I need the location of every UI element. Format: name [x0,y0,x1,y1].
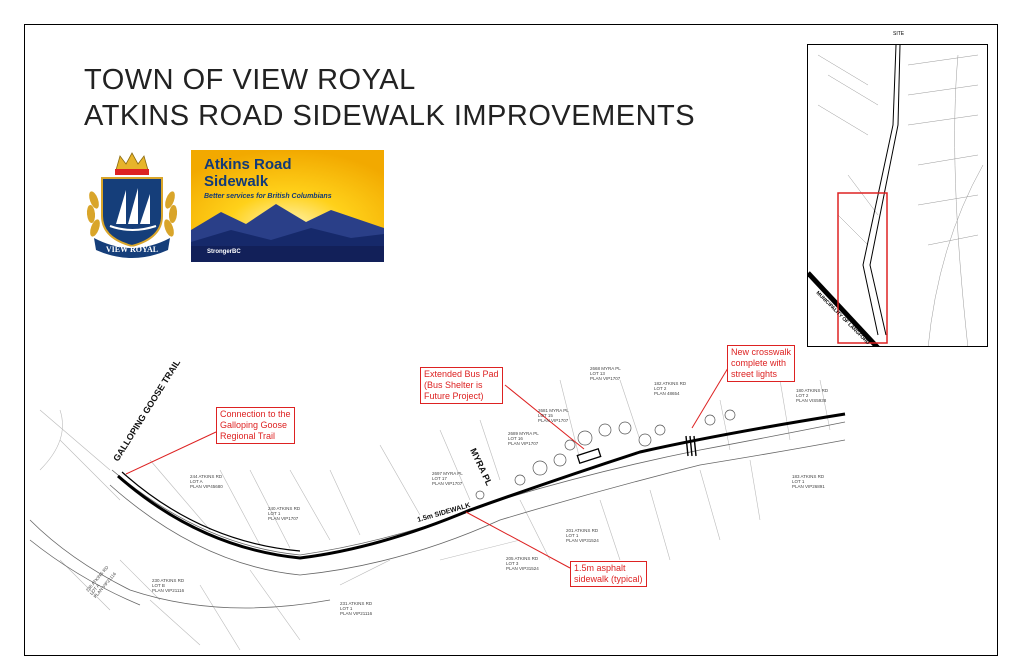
parcel-label: LOT A [190,479,203,484]
location-inset-map: SITE MUNICIPALITY OF LANGFORD [807,44,988,347]
callout-line: Regional Trail [220,431,276,441]
parcel-label: 2697 MYRA PL [432,471,463,476]
callout-crosswalk: New crosswalk complete with street light… [727,345,796,382]
parcel-label: LOT B [152,583,165,588]
parcel-label: PLAN VIP1707 [432,481,463,486]
parcel-label: PLAN VIS5938 [796,398,827,403]
parcel-label: 240 ATKINS RD [268,506,301,511]
callout-line: Galloping Goose [220,420,288,430]
parcel-label: PLAN VIP1707 [508,441,539,446]
callout-line: Future Project) [424,391,484,401]
parcel-label: PLAN VIP21116 [152,588,185,593]
parcel-label: 180 ATKINS RD [796,388,829,393]
parcel-label: 183 ATKINS RD [792,474,825,479]
inset-site-text: SITE [893,31,905,37]
callout-leaders [125,367,729,569]
project-banner: Atkins Road Sidewalk Better services for… [191,150,384,262]
inset-road [869,45,901,336]
parcel-label: LOT A [89,583,101,596]
parcel-label: LOT 16 [508,436,523,441]
bus-pad [576,447,602,465]
parcel-label: LOT 2 [796,393,809,398]
parcel-label: 244 ATKINS RD [190,474,223,479]
parcel-label: PLAN VIP21116 [340,611,373,616]
inset-municipal-boundary [808,271,880,346]
parcel-label: 231 ATKINS RD [340,601,373,606]
parcel-label: LOT 1 [566,533,579,538]
crosswalk [685,435,697,457]
callout-line: Extended Bus Pad [424,369,499,379]
parcel-label: LOT 1 [340,606,353,611]
callout-line: Connection to the [220,409,291,419]
drawing-frame [24,24,998,656]
crest-motto: VIEW ROYAL [106,245,158,254]
page-title-line-1: TOWN OF VIEW ROYAL [84,64,416,96]
parcel-lines [39,379,831,651]
inset-road [862,45,897,336]
parcel-label: 182 ATKINS RD [654,381,687,386]
parcel-label: 230 ATKINS RD [152,578,185,583]
inset-municipality-label: MUNICIPALITY OF LANGFORD [815,290,871,346]
parcel-label: LOT 1 [792,479,805,484]
banner-title-line-1: Atkins Road [204,156,292,173]
inset-parcel-lines [817,54,984,346]
callout-line: sidewalk (typical) [574,574,643,584]
parcel-label: PLAN VIP26891 [792,484,825,489]
callout-line: (Bus Shelter is [424,380,483,390]
parcel-label: PLAN VIP1707 [268,516,299,521]
galloping-goose-trail-label: GALLOPING GOOSE TRAIL [111,357,182,463]
parcel-label: LOT 2 [654,386,667,391]
parcel-label: 205 ATKINS RD [506,556,539,561]
callout-line: complete with [731,358,787,368]
parcel-label: 2681 MYRA PL [538,408,569,413]
banner-subtitle: Better services for British Columbians [204,193,332,200]
parcel-label: LOT 3 [506,561,519,566]
parcel-label: PLAN VIP45680 [190,484,223,489]
parcel-label: PLAN 48654 [654,391,680,396]
banner-brand: StrongerBC [207,249,241,255]
parcel-label: PLAN VIP31524 [566,538,599,543]
callout-line: street lights [731,369,778,379]
inset-site-marker: SITE [893,31,904,37]
myra-pl-label: MYRA PL [468,447,494,488]
callout-line: 1.5m asphalt [574,563,626,573]
parcel-label: LOT 15 [538,413,553,418]
callout-asphalt-sidewalk: 1.5m asphalt sidewalk (typical) [570,561,647,587]
banner-title-line-2: Sidewalk [204,173,269,190]
callout-bus-pad: Extended Bus Pad (Bus Shelter is Future … [420,367,503,404]
parcel-label: LOT 13 [590,371,605,376]
inset-site-box [837,192,888,344]
parcel-label: 2668 MYRA PL [590,366,621,371]
view-royal-crest-logo: VIEW ROYAL [80,150,184,260]
parcel-label: PLAN VIP31524 [506,566,539,571]
parcel-label: PLAN VIP1707 [590,376,621,381]
parcel-label: LOT 1 [268,511,281,516]
parcel-label: 2689 MYRA PL [508,431,539,436]
trees [475,409,736,500]
parcel-label: PLAN VIP1707 [538,418,569,423]
banner-title: Atkins Road Sidewalk [204,156,292,190]
callout-galloping-goose: Connection to the Galloping Goose Region… [216,407,295,444]
proposed-sidewalk [117,412,846,560]
page-title-line-2: ATKINS ROAD SIDEWALK IMPROVEMENTS [84,100,696,132]
parcel-label: 201 ATKINS RD [566,528,599,533]
callout-line: New crosswalk [731,347,792,357]
parcel-label: LOT 17 [432,476,447,481]
